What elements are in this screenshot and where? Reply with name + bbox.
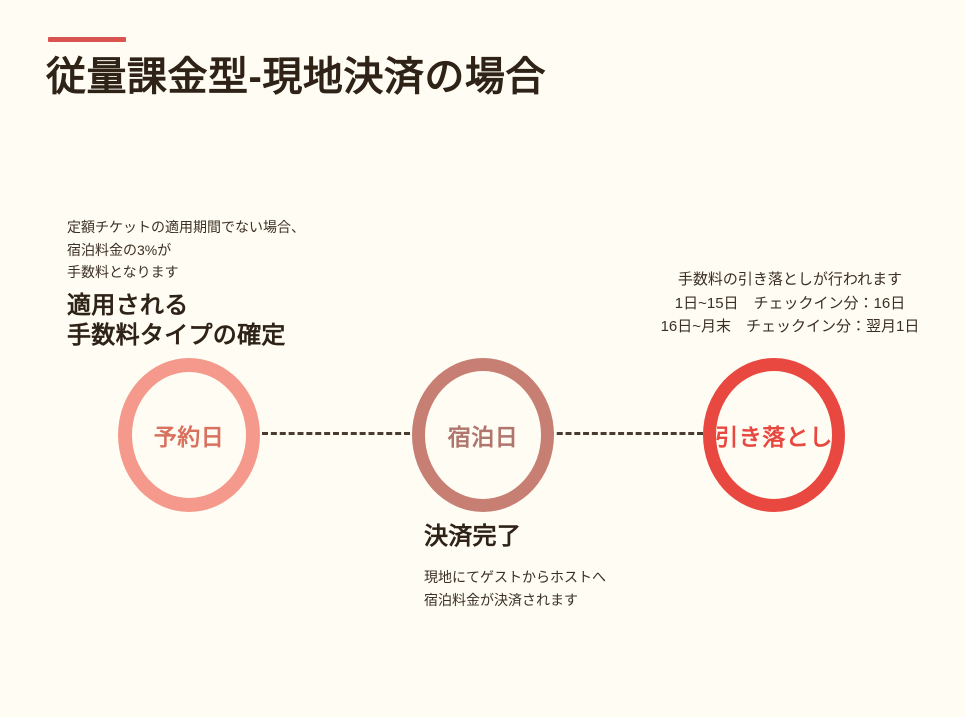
title-accent-bar <box>48 37 126 42</box>
page-title: 従量課金型-現地決済の場合 <box>46 55 546 99</box>
timeline: 予約日 宿泊日 引き落とし <box>0 358 966 518</box>
left-note-text: 定額チケットの適用期間でない場合、宿泊料金の3%が手数料となります <box>67 219 305 281</box>
timeline-node-stay-date[interactable]: 宿泊日 <box>412 358 554 512</box>
timeline-node-label: 予約日 <box>153 424 225 450</box>
connector-booking-to-stay <box>262 432 410 435</box>
connector-stay-to-charge <box>548 432 703 435</box>
bottom-note-text: 現地にてゲストからホストへ宿泊料金が決済されます <box>424 569 606 608</box>
timeline-node-label: 宿泊日 <box>447 424 519 450</box>
timeline-node-withdrawal[interactable]: 引き落とし <box>703 358 845 512</box>
timeline-node-label: 引き落とし <box>715 424 833 450</box>
bottom-heading: 決済完了 <box>424 523 522 550</box>
timeline-node-booking-date[interactable]: 予約日 <box>118 358 260 512</box>
left-heading: 適用される手数料タイプの確定 <box>67 292 286 350</box>
